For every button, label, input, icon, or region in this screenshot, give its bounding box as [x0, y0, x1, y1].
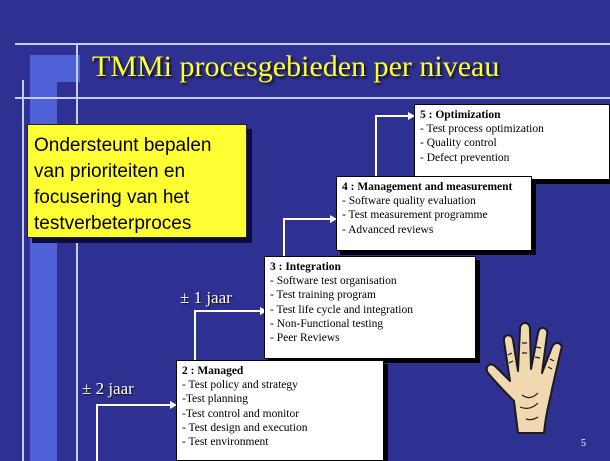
- label-one-year: ± 1 jaar: [180, 288, 232, 307]
- arrow-head: [170, 401, 177, 409]
- level-item: - Test training program: [270, 289, 376, 302]
- level-item: - Test process optimization: [420, 123, 544, 136]
- callout-box: Ondersteunt bepalen van prioriteiten en …: [27, 124, 247, 238]
- frame-line-top: [15, 43, 610, 45]
- stair-line: [375, 115, 377, 177]
- frame-line-left: [76, 43, 78, 461]
- level-item: - Advanced reviews: [342, 223, 434, 236]
- callout-line: focusering van het: [34, 187, 190, 208]
- frame-horizontal-band: [30, 55, 80, 82]
- level-item: - Peer Reviews: [270, 332, 340, 345]
- stair-line: [283, 218, 285, 256]
- level-heading: 2 : Managed: [182, 365, 244, 377]
- level-item: - Test policy and strategy: [182, 379, 298, 392]
- stair-line: [194, 310, 264, 312]
- hand-icon: [485, 322, 563, 434]
- level-item: - Software test organisation: [270, 275, 397, 288]
- frame-line-left-inner: [22, 80, 24, 461]
- callout-line: testverbeterproces: [34, 213, 192, 234]
- level-5-box: 5 : Optimization - Test process optimiza…: [414, 104, 610, 180]
- stair-line: [283, 218, 334, 220]
- level-item: -Test planning: [182, 393, 248, 406]
- level-item: - Quality control: [420, 137, 497, 150]
- level-item: - Test environment: [182, 436, 269, 449]
- level-4-box: 4 : Management and measurement - Softwar…: [336, 176, 532, 251]
- level-item: - Test measurement programme: [342, 209, 488, 222]
- callout-line: van prioriteiten en: [34, 161, 186, 182]
- level-3-box: 3 : Integration - Software test organisa…: [264, 256, 476, 359]
- arrow-head: [260, 307, 267, 315]
- level-heading: 4 : Management and measurement: [342, 181, 513, 193]
- slide-title: TMMi procesgebieden per niveau: [92, 50, 500, 83]
- callout-line: Ondersteunt bepalen: [34, 135, 212, 156]
- label-two-years: ± 2 jaar: [82, 379, 134, 398]
- level-item: - Defect prevention: [420, 151, 510, 164]
- arrow-head: [408, 112, 415, 120]
- stair-line: [194, 310, 196, 360]
- level-heading: 3 : Integration: [270, 261, 341, 273]
- level-heading: 5 : Optimization: [420, 109, 501, 121]
- level-2-box: 2 : Managed - Test policy and strategy -…: [176, 360, 384, 461]
- frame-vertical-band: [30, 55, 57, 461]
- stair-line: [96, 404, 98, 461]
- arrow-head: [330, 215, 337, 223]
- level-item: - Test life cycle and integration: [270, 303, 413, 316]
- stair-line: [375, 115, 412, 117]
- level-item: -Test control and monitor: [182, 407, 300, 420]
- frame-line-mid: [15, 97, 610, 99]
- page-number: 5: [581, 438, 586, 449]
- level-item: - Software quality evaluation: [342, 195, 476, 208]
- level-item: - Test design and execution: [182, 421, 308, 434]
- level-item: - Non-Functional testing: [270, 317, 384, 330]
- stair-line: [96, 404, 174, 406]
